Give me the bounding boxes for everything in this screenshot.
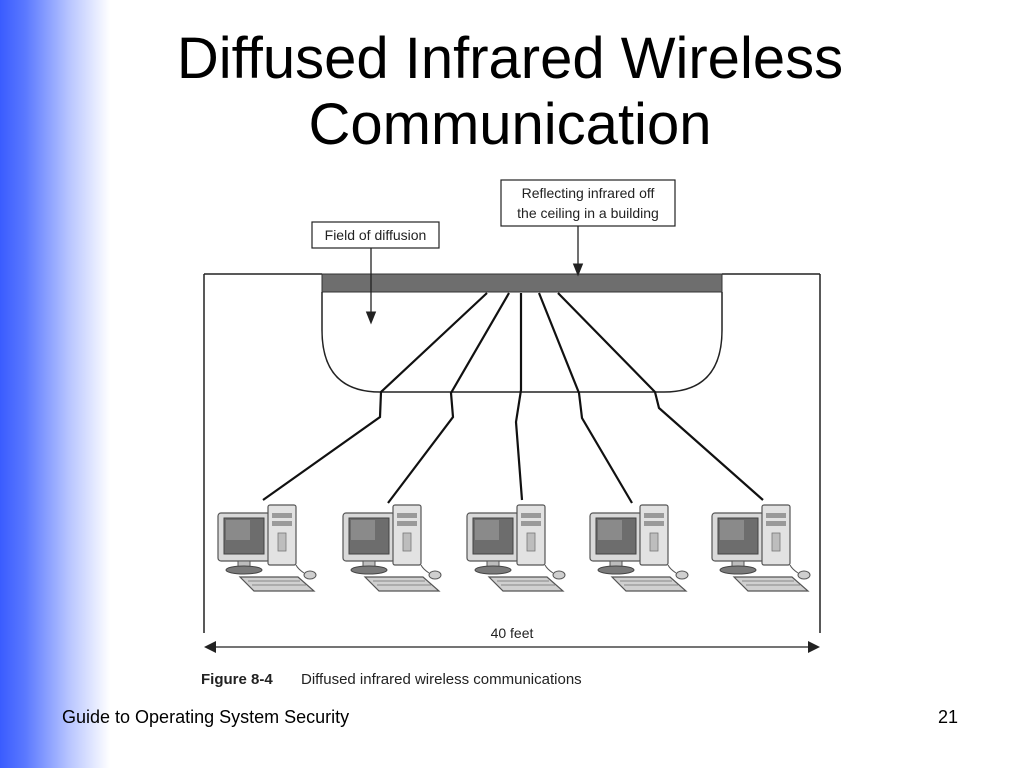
- callout-reflect-line-2: the ceiling in a building: [517, 205, 659, 221]
- title-line-2: Communication: [308, 92, 712, 157]
- computer-icon: [342, 504, 442, 592]
- figure-caption: Diffused infrared wireless communication…: [301, 671, 582, 688]
- callout-field-of-diffusion: Field of diffusion: [311, 221, 440, 325]
- footer-course-title: Guide to Operating System Security: [62, 707, 350, 727]
- room-outline: [203, 273, 821, 633]
- computers: [217, 504, 811, 592]
- computer-icon: [466, 504, 566, 592]
- title-line-1: Diffused Infrared Wireless: [176, 26, 844, 91]
- signal-line-2: [387, 292, 510, 504]
- infrared-signal-lines: [262, 292, 764, 504]
- callout-reflecting-infrared: Reflecting infrared off the ceiling in a…: [500, 179, 676, 277]
- signal-line-3: [514, 293, 524, 501]
- distance-label: 40 feet: [491, 625, 534, 641]
- callout-diffusion-label: Field of diffusion: [325, 227, 427, 243]
- computer-icon: [711, 504, 811, 592]
- signal-line-1: [262, 292, 488, 501]
- slide-page-number: 21: [938, 707, 959, 727]
- slide-title: Diffused Infrared Wireless Communication: [110, 26, 910, 158]
- signal-line-4: [537, 292, 633, 504]
- distance-dimension: 40 feet: [204, 625, 820, 653]
- computer-icon: [217, 504, 317, 592]
- signal-line-5: [557, 292, 764, 501]
- callout-reflect-line-1: Reflecting infrared off: [522, 185, 655, 201]
- diffusion-field-outline: [321, 292, 723, 393]
- left-gradient-stripe: [0, 0, 110, 768]
- figure-number: Figure 8-4: [201, 671, 273, 688]
- ceiling-reflector: [321, 273, 723, 293]
- computer-icon: [589, 504, 689, 592]
